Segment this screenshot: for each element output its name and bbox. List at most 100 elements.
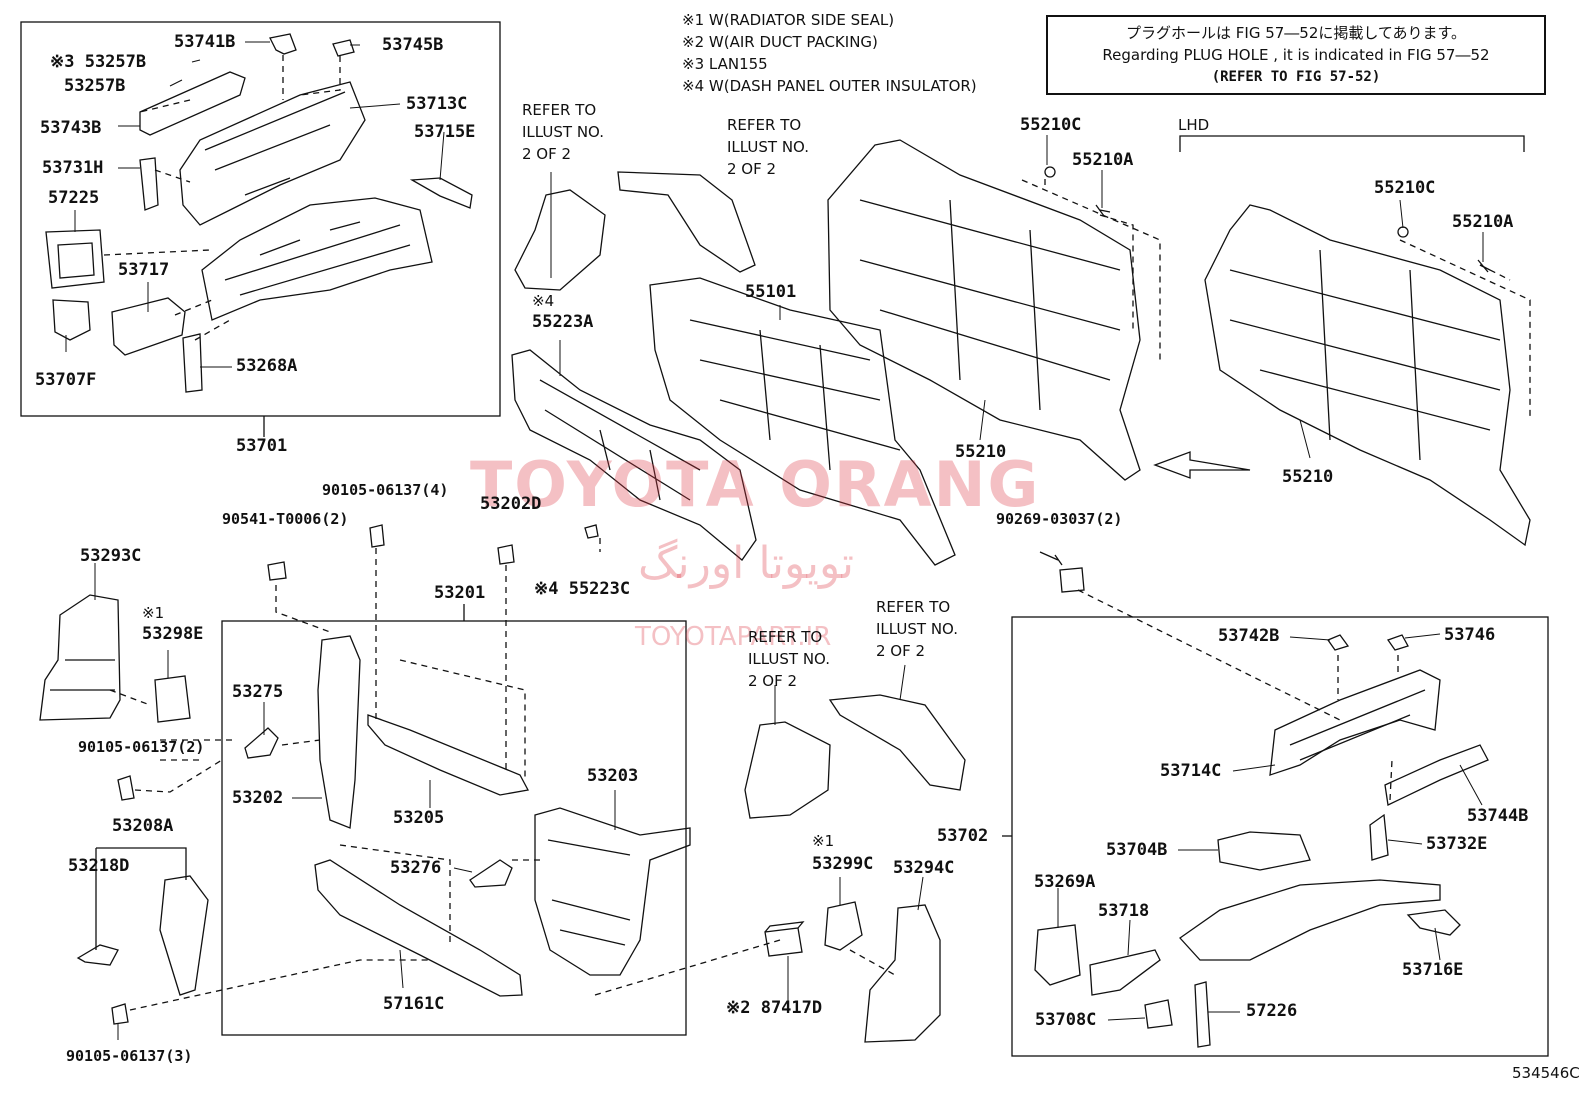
label-53218D[interactable]: 53218D <box>68 856 130 876</box>
part-53731H-shape <box>139 157 159 211</box>
part-refer-panel-3 <box>744 721 831 819</box>
label-53257B-b[interactable]: 53257B <box>64 76 126 96</box>
label-53704B[interactable]: 53704B <box>1106 840 1168 860</box>
part-55223A-shape <box>511 349 757 561</box>
label-53743B[interactable]: 53743B <box>40 118 102 138</box>
refer-text-3: REFER TO ILLUST NO. 2 OF 2 <box>748 628 831 690</box>
part-53745B-shape <box>332 39 355 57</box>
part-refer-panel-4 <box>828 694 966 791</box>
label-55210C-b[interactable]: 55210C <box>1374 178 1436 198</box>
part-53293C-shape <box>39 594 121 721</box>
figure-id: 534546C <box>1512 1064 1580 1082</box>
label-57226[interactable]: 57226 <box>1246 1001 1298 1021</box>
info-box-jp: プラグホールは FIG 57―52に掲載してあります。 <box>1126 24 1466 42</box>
label-53708C[interactable]: 53708C <box>1035 1010 1097 1030</box>
label-53718[interactable]: 53718 <box>1098 901 1150 921</box>
part-53202-shape <box>317 635 361 829</box>
label-53741B[interactable]: 53741B <box>174 32 236 52</box>
info-box: プラグホールは FIG 57―52に掲載してあります。 Regarding PL… <box>1046 15 1546 95</box>
label-53202[interactable]: 53202 <box>232 788 284 808</box>
group-box-53701 <box>20 21 501 417</box>
label-53294C[interactable]: 53294C <box>893 858 955 878</box>
label-53702[interactable]: 53702 <box>937 826 989 846</box>
part-87417D-shape <box>764 921 805 957</box>
label-53202D[interactable]: 53202D <box>480 494 542 514</box>
label-53276[interactable]: 53276 <box>390 858 442 878</box>
label-55101[interactable]: 55101 <box>745 282 797 302</box>
label-90105-06137-2[interactable]: 90105-06137(2) <box>78 738 205 756</box>
label-55210-b[interactable]: 55210 <box>1282 467 1334 487</box>
label-53268A[interactable]: 53268A <box>236 356 298 376</box>
lhd-bracket <box>1179 135 1525 152</box>
part-53276-shape <box>469 859 513 888</box>
label-55223A[interactable]: 55223A <box>532 312 594 332</box>
label-55210C-a[interactable]: 55210C <box>1020 115 1082 135</box>
label-53205[interactable]: 53205 <box>393 808 445 828</box>
part-55210-center-shape <box>827 139 1141 481</box>
label-55210A-b[interactable]: 55210A <box>1452 212 1514 232</box>
part-53718-shape <box>1089 949 1161 996</box>
part-refer-panel-1 <box>514 189 606 291</box>
part-57226-shape <box>1194 981 1211 1048</box>
label-90105-06137-4[interactable]: 90105-06137(4) <box>322 481 449 499</box>
lhd-label: LHD <box>1178 116 1210 134</box>
label-53298E-note: ※1 <box>142 604 165 622</box>
part-55223C-shape <box>584 524 599 539</box>
label-53742B[interactable]: 53742B <box>1218 626 1280 646</box>
part-53299C-shape <box>824 901 863 951</box>
label-53203[interactable]: 53203 <box>587 766 639 786</box>
label-53707F[interactable]: 53707F <box>35 370 97 390</box>
part-53294C-shape <box>864 904 941 1043</box>
part-refer-panel-2 <box>617 171 756 273</box>
part-53743B-shape <box>139 71 246 136</box>
watermark-main: TOYOTA ORANG <box>470 448 1041 521</box>
part-90105-3-shape <box>111 1003 129 1025</box>
label-53299C-note: ※1 <box>812 832 835 850</box>
label-55223C[interactable]: ※4 55223C <box>534 579 631 599</box>
label-55210-a[interactable]: 55210 <box>955 442 1007 462</box>
part-57161C-shape <box>314 859 523 997</box>
label-53714C[interactable]: 53714C <box>1160 761 1222 781</box>
label-87417D[interactable]: ※2 87417D <box>726 998 823 1018</box>
note-2: ※2 W(AIR DUCT PACKING) <box>682 33 878 51</box>
part-53275-shape <box>244 727 279 759</box>
label-53715E[interactable]: 53715E <box>414 122 476 142</box>
label-53275[interactable]: 53275 <box>232 682 284 702</box>
part-53205-shape <box>367 714 529 796</box>
refer-text-2: REFER TO ILLUST NO. 2 OF 2 <box>727 116 810 178</box>
label-53745B[interactable]: 53745B <box>382 35 444 55</box>
label-90105-06137-3[interactable]: 90105-06137(3) <box>66 1047 193 1065</box>
label-90541-T0006[interactable]: 90541-T0006(2) <box>222 510 349 528</box>
label-57225[interactable]: 57225 <box>48 188 100 208</box>
direction-arrow <box>1153 451 1251 479</box>
label-53744B[interactable]: 53744B <box>1467 806 1529 826</box>
label-53732E[interactable]: 53732E <box>1426 834 1488 854</box>
label-53257B-a[interactable]: ※3 53257B <box>50 52 147 72</box>
part-53298E-shape <box>154 675 191 723</box>
label-53293C[interactable]: 53293C <box>80 546 142 566</box>
label-57161C[interactable]: 57161C <box>383 994 445 1014</box>
refer-text-1: REFER TO ILLUST NO. 2 OF 2 <box>522 101 605 163</box>
label-53208A[interactable]: 53208A <box>112 816 174 836</box>
part-55101-shape <box>649 277 956 566</box>
label-55210A-a[interactable]: 55210A <box>1072 150 1134 170</box>
label-53716E[interactable]: 53716E <box>1402 960 1464 980</box>
part-53732E-shape <box>1369 813 1389 861</box>
label-53746[interactable]: 53746 <box>1444 625 1496 645</box>
label-53731H[interactable]: 53731H <box>42 158 104 178</box>
label-53298E[interactable]: 53298E <box>142 624 204 644</box>
part-90541-shape <box>267 561 287 581</box>
label-53701[interactable]: 53701 <box>236 436 288 456</box>
label-90269-03037[interactable]: 90269-03037(2) <box>996 510 1123 528</box>
part-53208A-shape <box>159 875 209 996</box>
label-53713C[interactable]: 53713C <box>406 94 468 114</box>
part-53203-shape <box>534 807 691 976</box>
part-55210-lhd-shape <box>1204 204 1531 547</box>
watermark-url: TOYOTAPART.IR <box>635 622 832 652</box>
label-53201[interactable]: 53201 <box>434 583 486 603</box>
label-53299C[interactable]: 53299C <box>812 854 874 874</box>
label-53269A[interactable]: 53269A <box>1034 872 1096 892</box>
label-53717[interactable]: 53717 <box>118 260 170 280</box>
part-53218D-shape <box>76 944 119 966</box>
